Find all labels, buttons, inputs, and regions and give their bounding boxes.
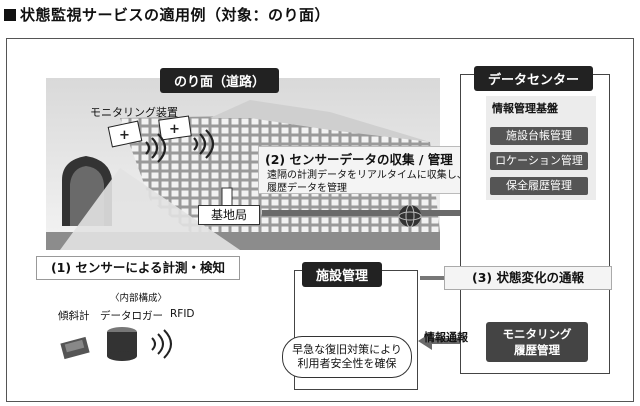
facility-bubble: 早急な復旧対策により 利用者安全性を確保: [282, 336, 412, 378]
monitoring-line-1: モニタリング: [502, 327, 572, 341]
signal-icon: [145, 129, 215, 163]
rfid-signal-icon: [151, 329, 172, 359]
location-item: ロケーション管理: [490, 152, 588, 170]
facility-title: 施設管理: [302, 262, 383, 287]
svg-text:+: +: [169, 122, 180, 137]
title-square-icon: [4, 9, 16, 21]
maintenance-history-item: 保全履歴管理: [490, 177, 588, 195]
inner-config-label: 〈内部構成〉: [110, 293, 168, 304]
sensor-callout-cone: [60, 168, 240, 250]
bubble-line-2: 利用者安全性を確保: [297, 357, 397, 370]
base-station-label: 基地局: [198, 205, 260, 225]
sensor-heading: (1) センサーによる計測・検知: [36, 256, 240, 280]
component-rfid: RFID: [170, 308, 195, 320]
base-station-antenna: [221, 187, 233, 207]
bubble-line-1: 早急な復旧対策により: [292, 343, 402, 356]
monitoring-device-1: +: [107, 120, 143, 148]
monitoring-line-2: 履歴管理: [514, 343, 560, 357]
info-report-arrow: [418, 332, 484, 350]
data-logger-icon: [107, 327, 137, 361]
hill-top: [210, 100, 430, 142]
page-title: 状態監視サービスの適用例（対象：のり面）: [4, 4, 330, 25]
inclinometer-icon: [60, 336, 90, 360]
facility-ledger-item: 施設台帳管理: [490, 127, 588, 145]
monitor-device-label: モニタリング装置: [90, 106, 178, 119]
monitoring-history-box: モニタリング 履歴管理: [486, 322, 588, 362]
slope-title: のり面（道路）: [160, 68, 280, 93]
component-inclinometer: 傾斜計: [58, 310, 90, 322]
svg-text:+: +: [119, 128, 130, 143]
collect-desc-1: 遠隔の計測データをリアルタイムに収集し、: [267, 170, 467, 181]
notify-callout: (3) 状態変化の通報: [444, 266, 612, 290]
collect-heading: (2) センサーデータの収集 / 管理: [265, 152, 453, 167]
collect-arrow: [262, 204, 506, 222]
component-data-logger: データロガー: [100, 310, 163, 322]
collect-desc-2: 履歴データを管理: [267, 183, 347, 194]
info-panel-label: 情報管理基盤: [492, 102, 558, 115]
info-report-label: 情報通報: [424, 331, 468, 344]
monitoring-device-2: +: [158, 115, 192, 141]
globe-icon: [398, 204, 422, 228]
collect-callout: (2) センサーデータの収集 / 管理 遠隔の計測データをリアルタイムに収集し、…: [258, 146, 478, 194]
datacenter-title: データセンター: [474, 66, 594, 91]
